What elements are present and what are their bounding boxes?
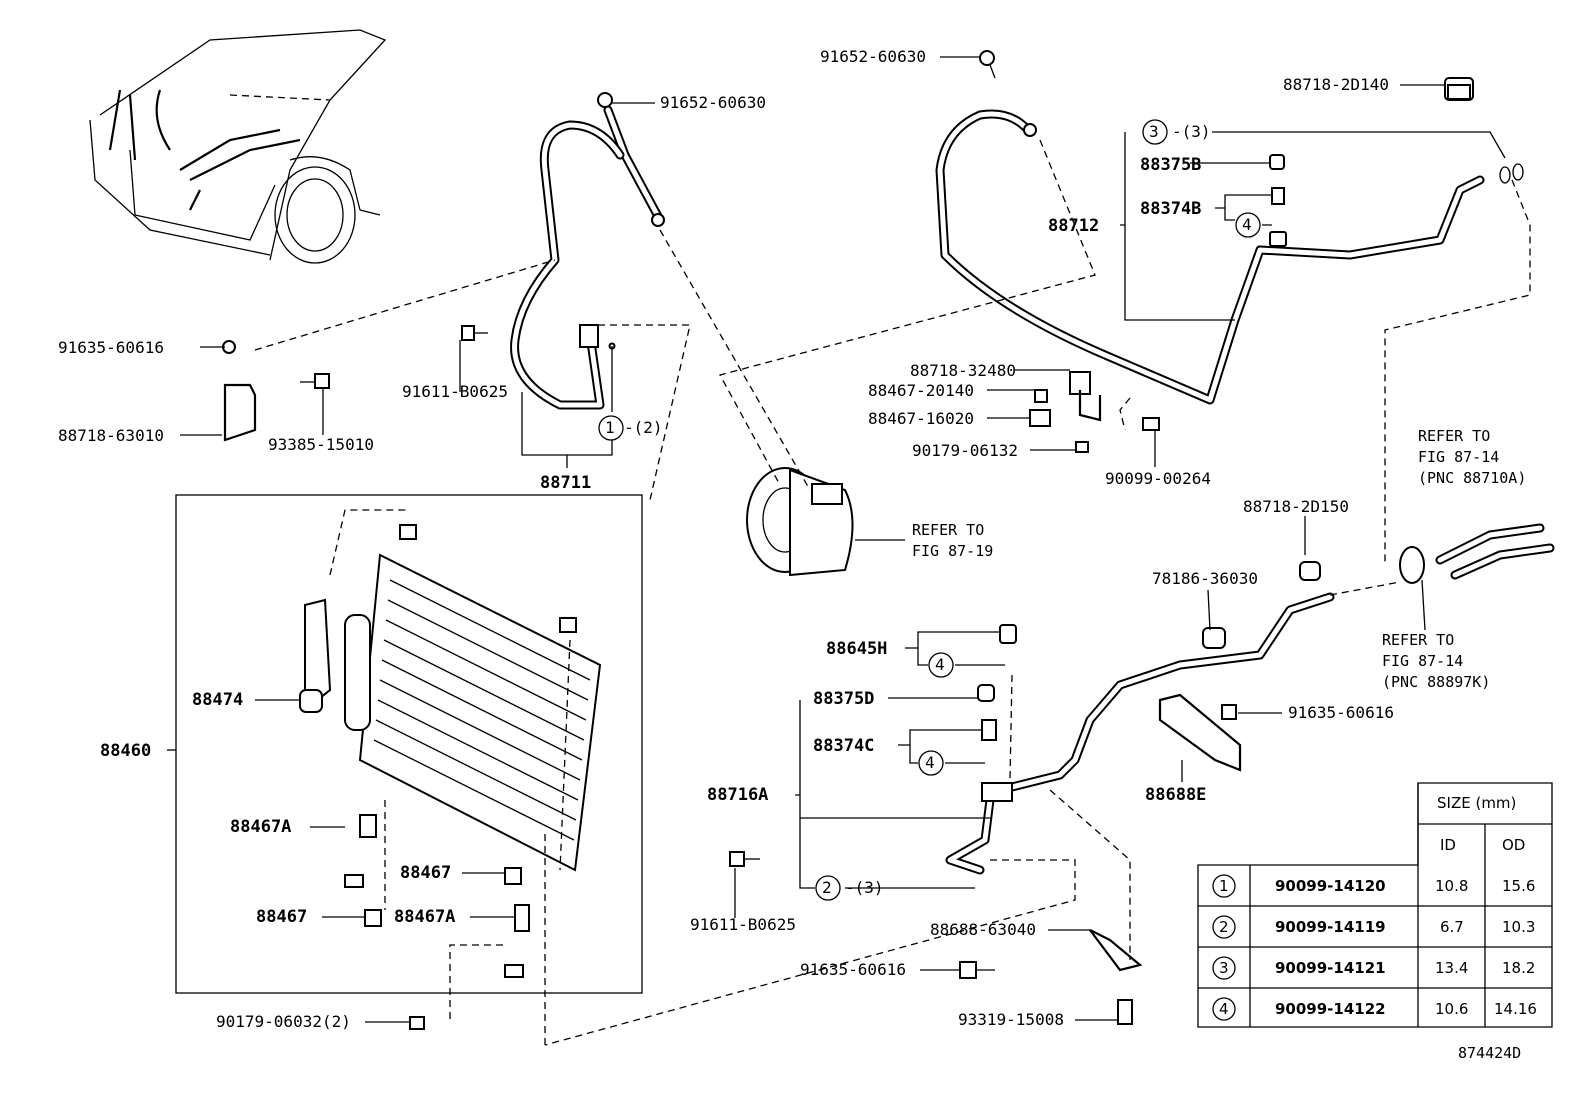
label-88467-16020: 88467-16020 bbox=[868, 409, 974, 428]
label-91611-b0625-a: 91611-B0625 bbox=[402, 382, 508, 401]
table-row-1-part: 90099-14120 bbox=[1275, 877, 1386, 895]
table-row-1-no: 1 bbox=[1219, 877, 1229, 895]
label-78186-36030: 78186-36030 bbox=[1152, 569, 1258, 588]
dashed-guide-lines bbox=[229, 94, 1531, 1046]
label-88467a-b: 88467A bbox=[394, 907, 455, 927]
connector-illustration bbox=[1299, 523, 1555, 584]
label-refer-to-c: REFER TO bbox=[1382, 631, 1454, 649]
discharge-hose-88711-illustration bbox=[461, 92, 665, 410]
label-91635-60616-c: 91635-60616 bbox=[800, 960, 906, 979]
label-88716a: 88716A bbox=[707, 785, 768, 805]
label-88374b: 88374B bbox=[1140, 199, 1201, 219]
suction-hose-88712-illustration bbox=[935, 50, 1524, 405]
table-header-size: SIZE (mm) bbox=[1437, 794, 1516, 812]
leader-lines bbox=[167, 56, 1506, 1023]
table-row-2-part: 90099-14119 bbox=[1275, 918, 1386, 936]
callout-1: 1 bbox=[605, 418, 615, 437]
table-row-1-id: 10.8 bbox=[1435, 877, 1468, 895]
label-88718-63010: 88718-63010 bbox=[58, 426, 164, 445]
callout-1-qty: -(2) bbox=[624, 418, 663, 437]
label-91635-60616-b: 91635-60616 bbox=[1288, 703, 1394, 722]
label-fig-87-14-b: FIG 87-14 bbox=[1382, 652, 1463, 670]
table-row-2-od: 10.3 bbox=[1502, 918, 1535, 936]
label-88718-2d140: 88718-2D140 bbox=[1283, 75, 1389, 94]
table-row-2-no: 2 bbox=[1219, 918, 1229, 936]
label-88467a-a: 88467A bbox=[230, 817, 291, 837]
table-row-3-part: 90099-14121 bbox=[1275, 959, 1386, 977]
label-88374c: 88374C bbox=[813, 736, 874, 756]
label-88460: 88460 bbox=[100, 741, 151, 761]
label-91635-60616-a: 91635-60616 bbox=[58, 338, 164, 357]
bracket-88718-63010-illustration bbox=[222, 340, 330, 442]
circled-callouts: 1 -(2) 3 4 4 4 2 bbox=[598, 119, 1261, 901]
compressor-illustration bbox=[746, 467, 905, 577]
label-93385-15010: 93385-15010 bbox=[268, 435, 374, 454]
label-diagram-code: 874424D bbox=[1458, 1044, 1521, 1062]
table-row-4-id: 10.6 bbox=[1435, 1000, 1468, 1018]
label-88688-63040: 88688-63040 bbox=[930, 920, 1036, 939]
label-refer-to-a: REFER TO bbox=[912, 521, 984, 539]
table-header-id: ID bbox=[1440, 836, 1456, 854]
label-88467-20140: 88467-20140 bbox=[868, 381, 974, 400]
table-row-4-no: 4 bbox=[1219, 1000, 1229, 1018]
label-90179-06032-2: 90179-06032(2) bbox=[216, 1012, 351, 1031]
table-row-4-od: 14.16 bbox=[1494, 1000, 1537, 1018]
table-header-od: OD bbox=[1502, 836, 1525, 854]
condenser-assembly-illustration bbox=[175, 494, 643, 1030]
liquid-tube-88716a-illustration bbox=[729, 592, 1335, 1025]
label-pnc-88710a: (PNC 88710A) bbox=[1418, 469, 1526, 487]
label-88467-a: 88467 bbox=[400, 863, 451, 883]
label-88688e: 88688E bbox=[1145, 785, 1206, 805]
label-2-3: -(3) bbox=[845, 878, 884, 897]
label-91652-60630-b: 91652-60630 bbox=[820, 47, 926, 66]
table-row-4-part: 90099-14122 bbox=[1275, 1000, 1386, 1018]
label-pnc-88897k: (PNC 88897K) bbox=[1382, 673, 1490, 691]
label-93319-15008: 93319-15008 bbox=[958, 1010, 1064, 1029]
label-90179-06132: 90179-06132 bbox=[912, 441, 1018, 460]
label-88467-b: 88467 bbox=[256, 907, 307, 927]
label-88645h: 88645H bbox=[826, 639, 887, 659]
table-row-2-id: 6.7 bbox=[1440, 918, 1464, 936]
vehicle-outline-illustration bbox=[89, 29, 387, 264]
label-88718-2d150: 88718-2D150 bbox=[1243, 497, 1349, 516]
callout-2: 2 bbox=[822, 878, 832, 897]
label-88718-32480: 88718-32480 bbox=[910, 361, 1016, 380]
label-fig-87-14-a: FIG 87-14 bbox=[1418, 448, 1499, 466]
table-row-3-id: 13.4 bbox=[1435, 959, 1468, 977]
label-3-3: -(3) bbox=[1172, 122, 1211, 141]
callout-4-c: 4 bbox=[925, 753, 935, 772]
label-refer-to-b: REFER TO bbox=[1418, 427, 1490, 445]
part-labels: 91635-60616 88718-63010 93385-15010 9161… bbox=[58, 47, 1526, 1062]
label-88375d: 88375D bbox=[813, 689, 874, 709]
callout-4-a: 4 bbox=[1242, 215, 1252, 234]
label-90099-00264: 90099-00264 bbox=[1105, 469, 1211, 488]
label-91652-60630-a: 91652-60630 bbox=[660, 93, 766, 112]
label-fig-87-19: FIG 87-19 bbox=[912, 542, 993, 560]
callout-3: 3 bbox=[1149, 122, 1159, 141]
callout-4-b: 4 bbox=[935, 655, 945, 674]
table-row-1-od: 15.6 bbox=[1502, 877, 1535, 895]
label-91611-b0625-b: 91611-B0625 bbox=[690, 915, 796, 934]
o-ring-size-table: SIZE (mm) ID OD 1 90099-14120 10.8 15.6 … bbox=[1197, 782, 1553, 1028]
table-row-3-no: 3 bbox=[1219, 959, 1229, 977]
table-row-3-od: 18.2 bbox=[1502, 959, 1535, 977]
label-88711: 88711 bbox=[540, 473, 591, 493]
label-88474: 88474 bbox=[192, 690, 243, 710]
label-88375b: 88375B bbox=[1140, 155, 1201, 175]
label-88712: 88712 bbox=[1048, 216, 1099, 236]
clamp-88718-32480-illustration bbox=[1029, 371, 1160, 453]
